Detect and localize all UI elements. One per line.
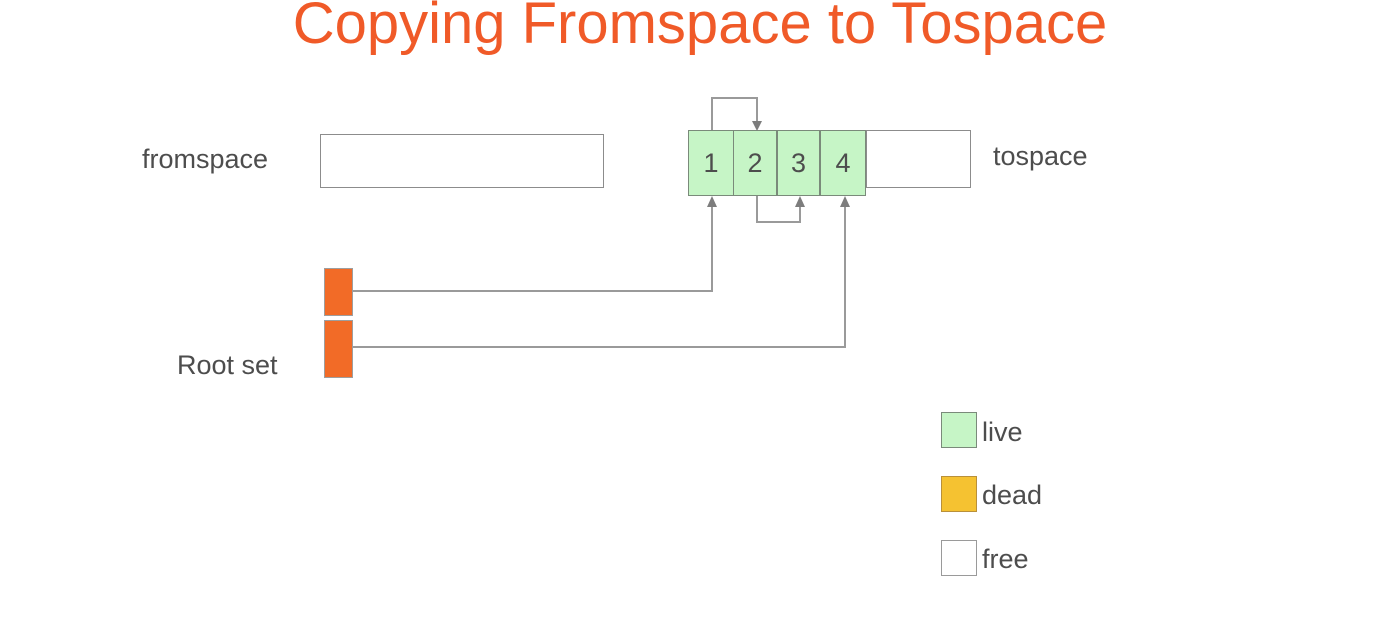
arrow-root1-to-cell1 (353, 196, 717, 292)
arrow-cell1-to-cell2 (711, 97, 762, 131)
legend-swatch-free (941, 540, 977, 576)
tospace-cell-4[interactable]: 4 (820, 130, 866, 196)
legend-label-free: free (982, 544, 1029, 574)
legend-label-live: live (982, 417, 1023, 447)
root-set-slot-1[interactable] (324, 268, 353, 316)
tospace-cell-2[interactable]: 2 (733, 130, 777, 196)
tospace-free-region (866, 130, 971, 188)
arrow-cell2-to-cell3 (756, 196, 805, 223)
page-title: Copying Fromspace to Tospace (292, 0, 1108, 56)
arrow-root2-to-cell4 (353, 196, 850, 348)
tospace-cell-3[interactable]: 3 (777, 130, 820, 196)
tospace-label: tospace (993, 141, 1088, 171)
tospace-cell-1[interactable]: 1 (688, 130, 734, 196)
root-set-label: Root set (177, 350, 278, 380)
root-set-slot-2[interactable] (324, 320, 353, 378)
fromspace-label: fromspace (142, 144, 269, 174)
legend-swatch-dead (941, 476, 977, 512)
legend-label-dead: dead (982, 480, 1043, 510)
legend-swatch-live (941, 412, 977, 448)
fromspace-region (320, 134, 604, 188)
